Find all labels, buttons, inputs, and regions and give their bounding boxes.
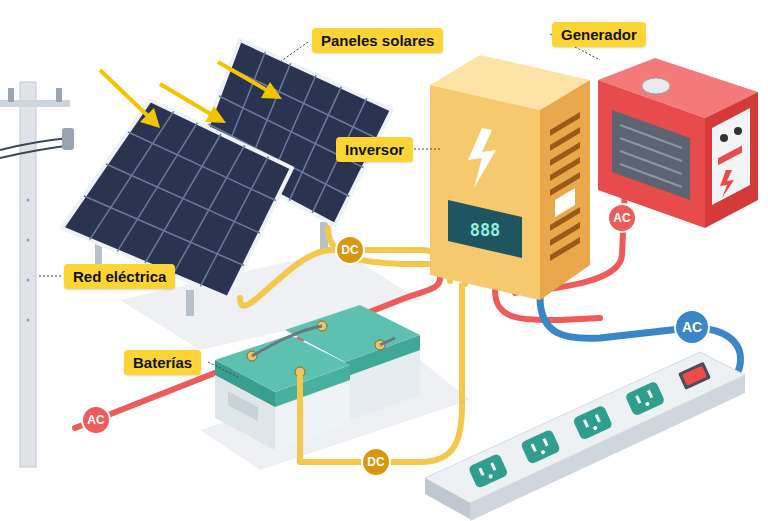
ac-badge: AC <box>607 203 637 233</box>
outlet-slot <box>595 414 601 423</box>
panel-grid <box>84 196 244 266</box>
solar-panel <box>62 100 292 298</box>
outlet-ground <box>593 425 598 430</box>
sun-rays <box>100 62 282 128</box>
outlet <box>468 453 509 489</box>
outlet-slot <box>478 468 484 477</box>
tag-text: Paneles solares <box>321 32 434 49</box>
ac-badge: AC <box>81 405 111 435</box>
outlet-ground <box>645 401 650 406</box>
power-strip <box>425 352 745 521</box>
outlet <box>520 429 561 465</box>
switch-rocker <box>682 366 707 386</box>
switch-frame <box>678 362 711 390</box>
outlet-face <box>468 453 509 489</box>
outlet-ground <box>540 450 545 455</box>
outlet-slot <box>531 443 537 452</box>
panel-grid <box>230 68 378 139</box>
component-tag: Generador <box>552 22 646 47</box>
dc-badge: DC <box>335 235 365 265</box>
utility-pole <box>0 82 74 467</box>
tag-text: Baterías <box>133 354 192 371</box>
outlet-ground <box>488 474 493 479</box>
outlet-slot <box>647 390 653 399</box>
tag-text: Generador <box>561 26 637 43</box>
component-tag: Red eléctrica <box>64 264 175 289</box>
outlet-slot <box>490 462 496 471</box>
outlet <box>572 405 613 441</box>
outlet <box>625 381 666 417</box>
tag-text: Red eléctrica <box>73 268 166 285</box>
panel-grid <box>106 164 260 233</box>
outlet-slot <box>635 395 641 404</box>
ac-badge: AC <box>674 309 710 345</box>
component-tag: Baterías <box>124 350 201 375</box>
panel-grid <box>128 132 276 201</box>
tag-text: Inversor <box>345 141 404 158</box>
outlet-slot <box>583 419 589 428</box>
outlet-slot <box>543 438 549 447</box>
component-tag: Inversor <box>336 137 413 162</box>
leader-lines <box>38 34 600 378</box>
display-digits: 888 <box>453 218 517 242</box>
outlet-face <box>520 429 561 465</box>
component-tag: Paneles solares <box>312 28 443 53</box>
wires <box>75 185 741 428</box>
outlet-face <box>572 405 613 441</box>
outlet-face <box>625 381 666 417</box>
power-switch <box>678 362 711 390</box>
solar-panels <box>62 40 392 298</box>
inverter <box>430 55 590 300</box>
batteries <box>215 283 462 462</box>
dc-badge: DC <box>361 447 391 477</box>
